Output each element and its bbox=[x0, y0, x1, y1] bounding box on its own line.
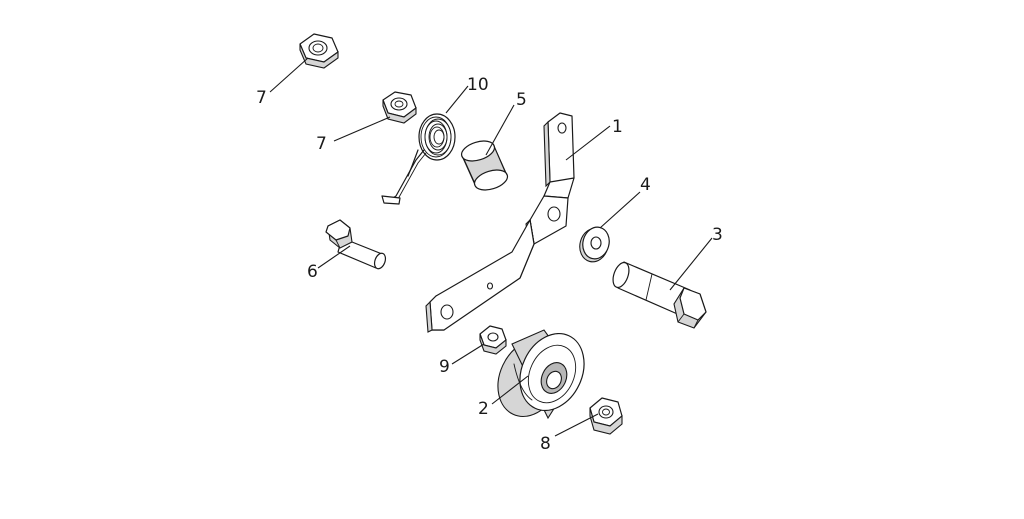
callout-7-upper: 7 bbox=[316, 134, 327, 154]
lock-nut-icon bbox=[589, 397, 623, 435]
hex-nut-icon bbox=[382, 91, 417, 124]
idler-pulley-icon bbox=[497, 329, 585, 420]
leader-line bbox=[451, 343, 485, 365]
callout-4: 4 bbox=[640, 175, 651, 195]
callout-3: 3 bbox=[712, 225, 723, 245]
leader-line bbox=[669, 237, 713, 291]
lock-nut-icon bbox=[479, 325, 507, 355]
hex-nut-icon bbox=[299, 33, 339, 69]
leader-line bbox=[317, 245, 351, 269]
leader-line bbox=[445, 85, 469, 114]
leader-line bbox=[599, 191, 641, 229]
leader-line bbox=[554, 413, 599, 437]
hex-bolt-icon bbox=[325, 219, 387, 270]
callout-9: 9 bbox=[439, 357, 450, 377]
callout-6: 6 bbox=[307, 262, 318, 282]
leader-line bbox=[485, 104, 515, 156]
hex-bolt-icon bbox=[612, 261, 707, 329]
leader-line bbox=[491, 375, 529, 405]
bushing-icon bbox=[460, 140, 509, 191]
torsion-spring-icon bbox=[381, 113, 456, 205]
flat-washer-icon bbox=[579, 226, 610, 263]
callout-1: 1 bbox=[612, 117, 623, 137]
callout-5: 5 bbox=[516, 90, 527, 110]
callout-8: 8 bbox=[540, 434, 551, 454]
callout-2: 2 bbox=[478, 399, 489, 419]
leader-line bbox=[565, 125, 611, 161]
callout-7-top: 7 bbox=[256, 88, 267, 108]
callout-10: 10 bbox=[467, 75, 489, 95]
leader-line bbox=[333, 116, 391, 142]
idler-arm-bracket-icon bbox=[425, 112, 575, 333]
leader-line bbox=[269, 57, 309, 93]
